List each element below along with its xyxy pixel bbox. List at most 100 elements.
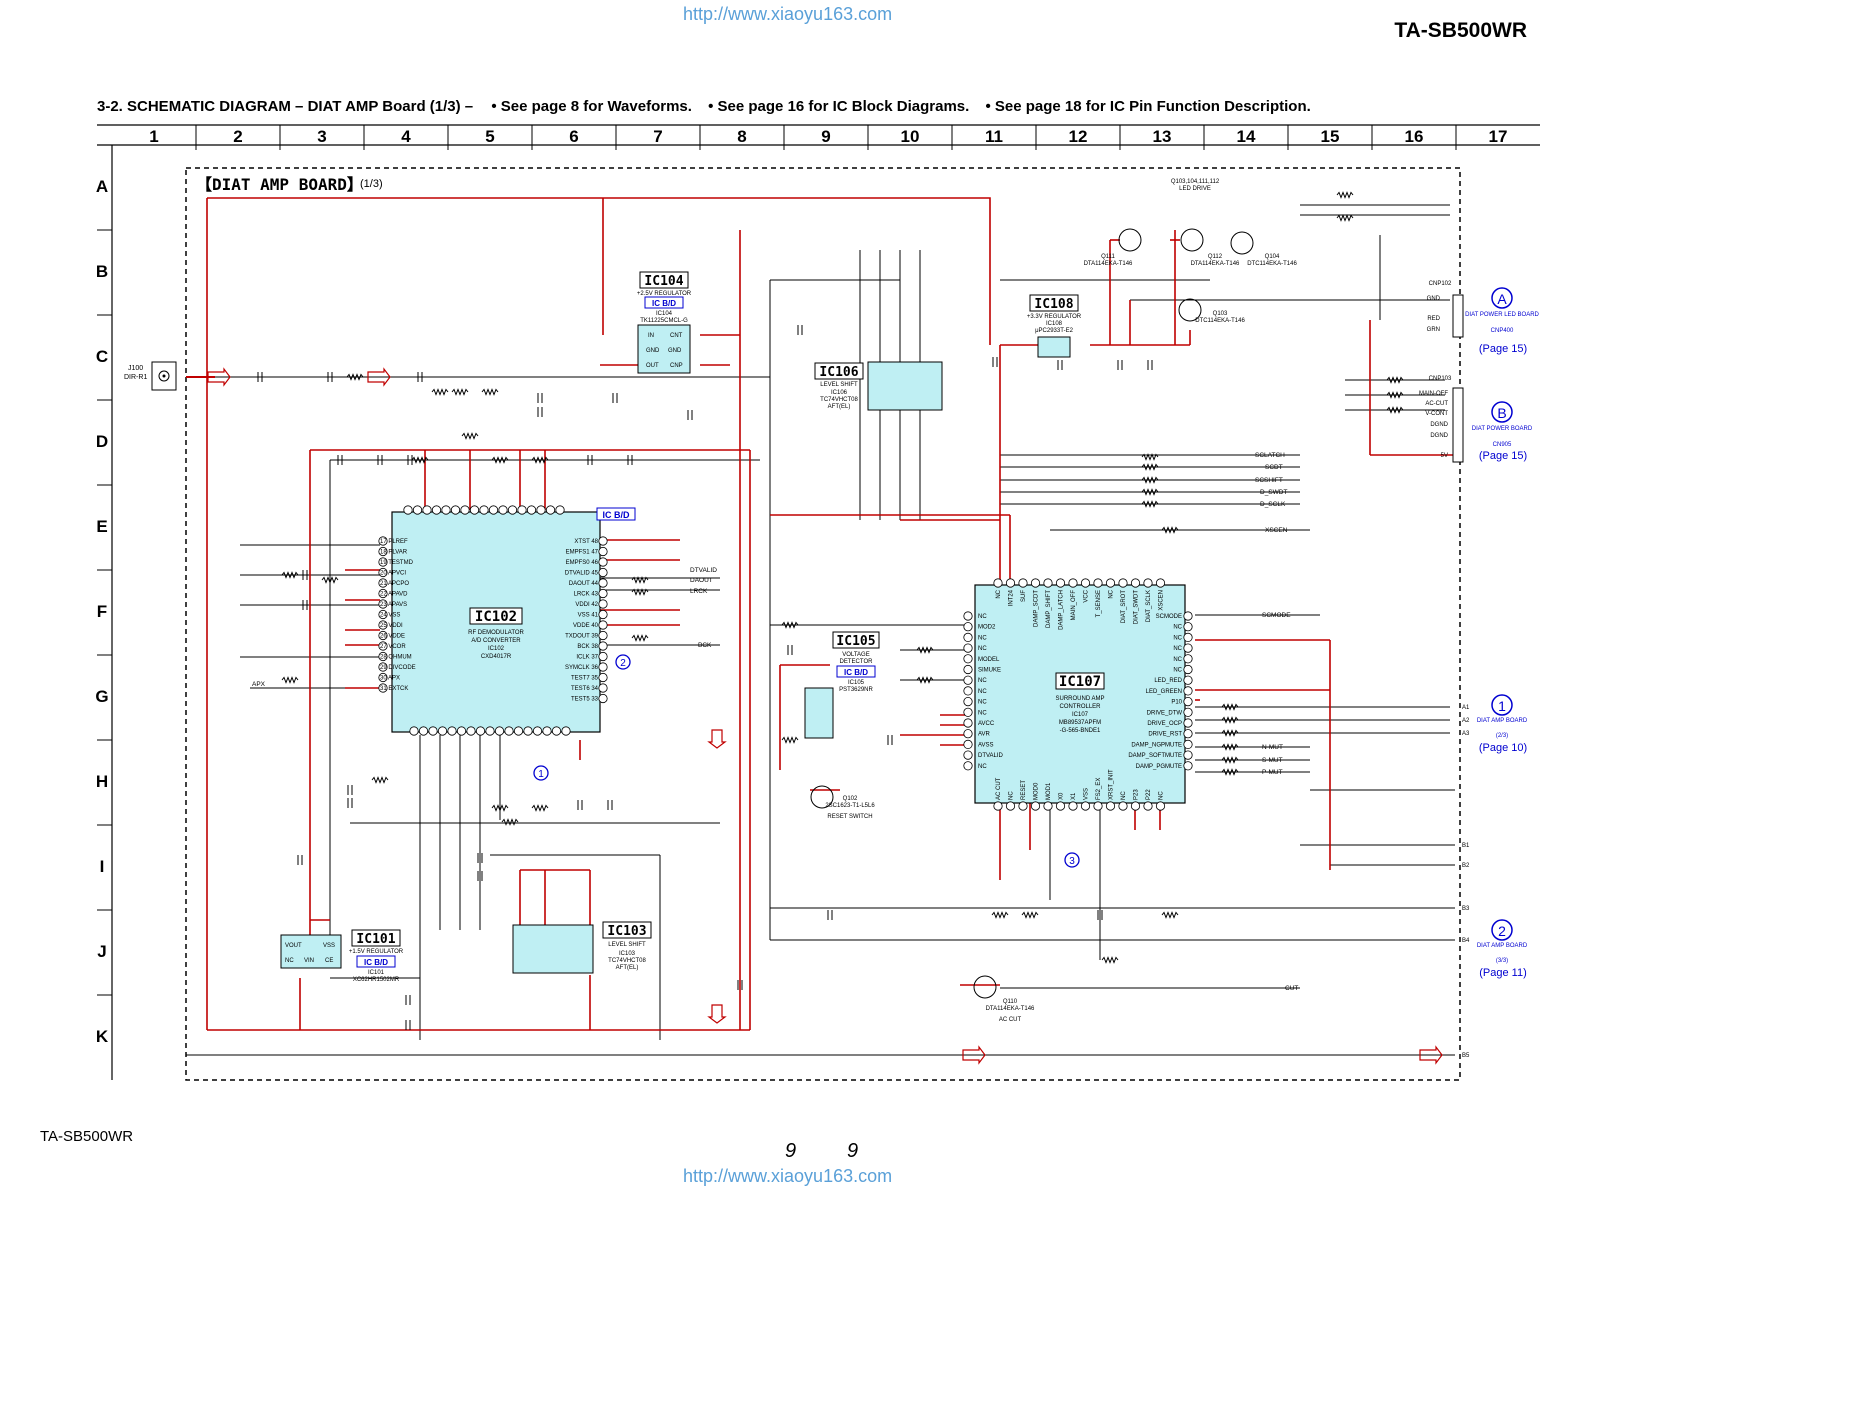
- pin-marker: [378, 578, 388, 588]
- pin-marker: [403, 505, 413, 515]
- pin-marker: [412, 505, 423, 515]
- q110-name: Q110: [1003, 999, 1018, 1005]
- q110-desc2: AC CUT: [999, 1017, 1022, 1023]
- pin-marker: [963, 707, 973, 717]
- ic105: IC105 VOLTAGE DETECTOR IC B/D IC105 PST3…: [804, 631, 880, 739]
- pin-label: MAIN_OFF: [1071, 590, 1077, 621]
- pin-label: LRCK 43: [574, 592, 599, 598]
- pin-label: DTVALID: [978, 753, 1004, 759]
- pin-marker: [441, 505, 451, 515]
- sig-scshift: SCSHIFT: [1255, 477, 1283, 484]
- pin-marker: [963, 611, 973, 621]
- pin-marker: [479, 505, 489, 515]
- pin-label: NC: [996, 589, 1002, 598]
- pin-label: NC: [978, 700, 987, 706]
- ref-b-sub: CN905: [1493, 442, 1512, 448]
- sig-apx: APX: [252, 681, 266, 688]
- source-url-bottom[interactable]: http://www.xiaoyu163.com: [683, 1166, 893, 1186]
- pin-marker: [378, 651, 388, 662]
- pin-label: LED_RED: [1154, 678, 1182, 684]
- ic102-desc1: RF DEMODULATOR: [468, 630, 524, 636]
- pin-marker: [460, 505, 470, 515]
- ic106-desc1: LEVEL SHIFT: [820, 382, 858, 388]
- pin-label: EMPFS0 46: [566, 560, 599, 566]
- ic105-desc2: DETECTOR: [840, 659, 874, 665]
- ic107-desc4: MB89537APFM: [1059, 720, 1101, 726]
- ic107-desc3: IC107: [1072, 712, 1089, 718]
- ic104-desc3: TK11225CMCL-G: [640, 318, 688, 324]
- pin-label: NC: [978, 764, 987, 770]
- column-number: 16: [1404, 127, 1424, 146]
- pin-marker: [378, 662, 388, 672]
- pin-label: AC CUT: [996, 777, 1002, 800]
- pin-marker: [378, 630, 388, 641]
- pin-marker: [378, 546, 388, 557]
- jack-label: DIR-R1: [124, 374, 147, 381]
- jack-name: J100: [128, 365, 143, 372]
- ref-b-page: (Page 15): [1479, 450, 1527, 462]
- ic104-desc2: IC104: [656, 311, 673, 317]
- pin-label: ICLK 37: [576, 655, 598, 661]
- pin-marker: [517, 505, 527, 515]
- signal-labels: SCLATCH SCDT SCSHIFT D_SWDT D_SCLK XSCEN…: [252, 452, 1298, 992]
- pin-label: TEST7 35: [571, 676, 599, 682]
- pin-label: 27 VCOR: [380, 644, 406, 650]
- cnp103-pin-4: DGND: [1430, 422, 1448, 428]
- column-number: 7: [653, 127, 663, 146]
- jack-j100: J100 DIR-R1: [124, 361, 177, 391]
- pin-label: SYMCLK 36: [565, 665, 599, 671]
- row-letter: K: [95, 1026, 109, 1046]
- pin-label: 23 APAVS: [380, 602, 407, 608]
- q104-desc: DTC114EKA-T146: [1247, 261, 1297, 267]
- link-b5: B5: [1462, 1053, 1470, 1059]
- column-number: 2: [233, 127, 243, 146]
- pin-label: VDDE 40: [573, 623, 599, 629]
- ref-b: B DIAT POWER BOARD CN905 (Page 15): [1472, 401, 1533, 462]
- note-block-diagrams: • See page 16 for IC Block Diagrams.: [708, 98, 970, 115]
- ic106-desc4: AFT(EL): [828, 404, 851, 410]
- pin-marker: [1030, 801, 1041, 811]
- row-letter: B: [95, 261, 109, 281]
- pin-marker: [1183, 632, 1193, 643]
- sig-daout: DAOUT: [690, 577, 713, 584]
- pin-marker: [542, 726, 552, 736]
- pin-marker: [598, 557, 608, 567]
- ref-a-title: DIAT POWER LED BOARD: [1465, 312, 1539, 318]
- pin-label: FS2_EX: [1096, 778, 1102, 800]
- q102-name: Q102: [843, 796, 858, 802]
- pin-label: NC: [978, 710, 987, 716]
- pin-marker: [963, 654, 973, 664]
- pin-marker: [378, 588, 388, 599]
- row-letter: H: [95, 771, 109, 791]
- pin-marker: [1155, 578, 1166, 588]
- pin-label: DAOUT 44: [569, 581, 599, 587]
- pin-marker: [1183, 707, 1193, 717]
- q102-desc: 2SC1623-T1-L5L6: [825, 803, 875, 809]
- pin-marker: [1143, 578, 1153, 588]
- wires-black: [186, 204, 1455, 1056]
- svg-text:VOUT: VOUT: [285, 943, 302, 949]
- pin-label: MOD1: [1046, 782, 1052, 800]
- pin-marker: [536, 505, 546, 515]
- pin-marker: [1183, 718, 1193, 728]
- pin-marker: [1068, 801, 1078, 811]
- ic106-name: IC106: [819, 365, 858, 380]
- pin-marker: [378, 683, 388, 693]
- q111-desc: DTA114EKA-T146: [1084, 261, 1133, 267]
- pin-label: INT24: [1009, 589, 1015, 606]
- pin-marker: [963, 729, 973, 739]
- pin-marker: [1080, 801, 1091, 811]
- pin-marker: [963, 761, 973, 771]
- pin-marker: [466, 726, 476, 736]
- source-url-top[interactable]: http://www.xiaoyu163.com: [683, 4, 893, 24]
- pin-marker: [1118, 801, 1128, 811]
- pin-label: 20 APVCI: [380, 571, 406, 577]
- pin-marker: [504, 726, 514, 736]
- note-pin-function: • See page 18 for IC Pin Function Descri…: [985, 98, 1311, 115]
- sig-scmode: SCMODE: [1262, 612, 1291, 619]
- pin-label: NC: [1173, 635, 1182, 641]
- ic102-desc4: CXD4017R: [481, 654, 512, 660]
- pin-marker: [532, 726, 543, 736]
- pin-label: 19 TESTMD: [380, 560, 414, 566]
